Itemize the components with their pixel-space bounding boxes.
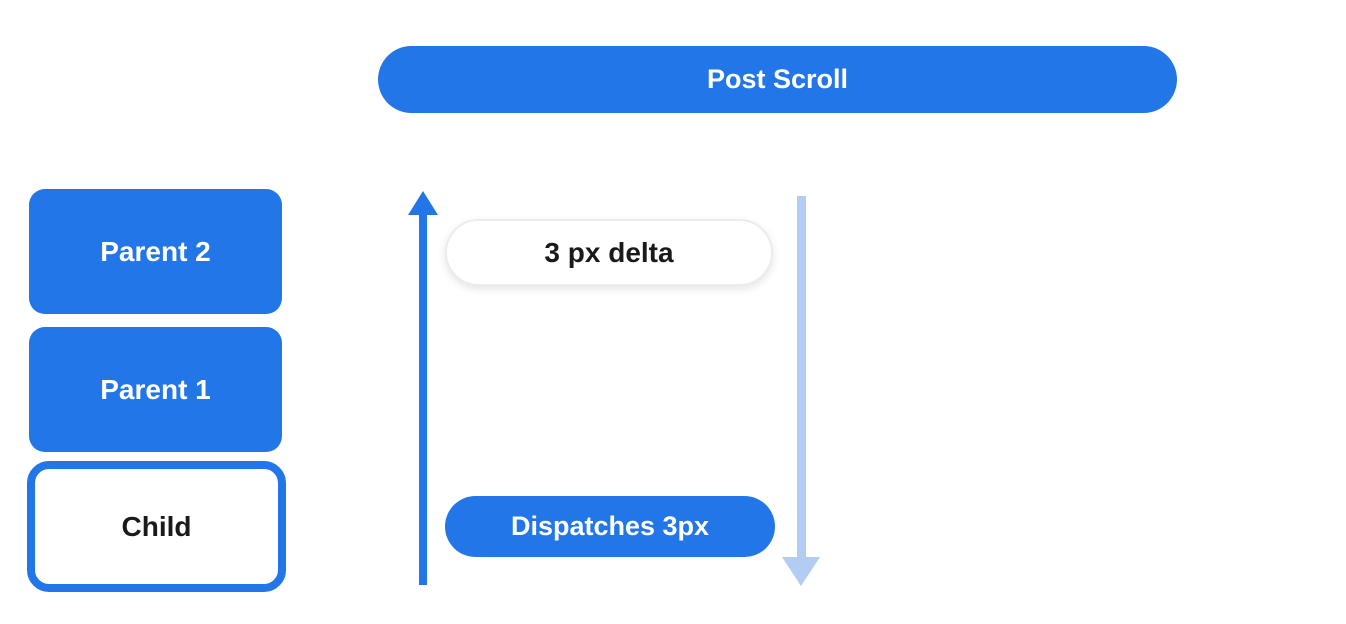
post-scroll-pill: Post Scroll (378, 46, 1177, 113)
parent-2-box: Parent 2 (29, 189, 282, 314)
dispatch-pill: Dispatches 3px (445, 496, 775, 557)
up-arrow-shaft (419, 213, 427, 585)
down-arrow-shaft (797, 196, 806, 558)
parent-1-box: Parent 1 (29, 327, 282, 452)
down-arrowhead-icon (782, 557, 820, 586)
up-arrowhead-icon (408, 191, 438, 215)
delta-pill: 3 px delta (445, 219, 773, 286)
child-box: Child (27, 461, 286, 592)
